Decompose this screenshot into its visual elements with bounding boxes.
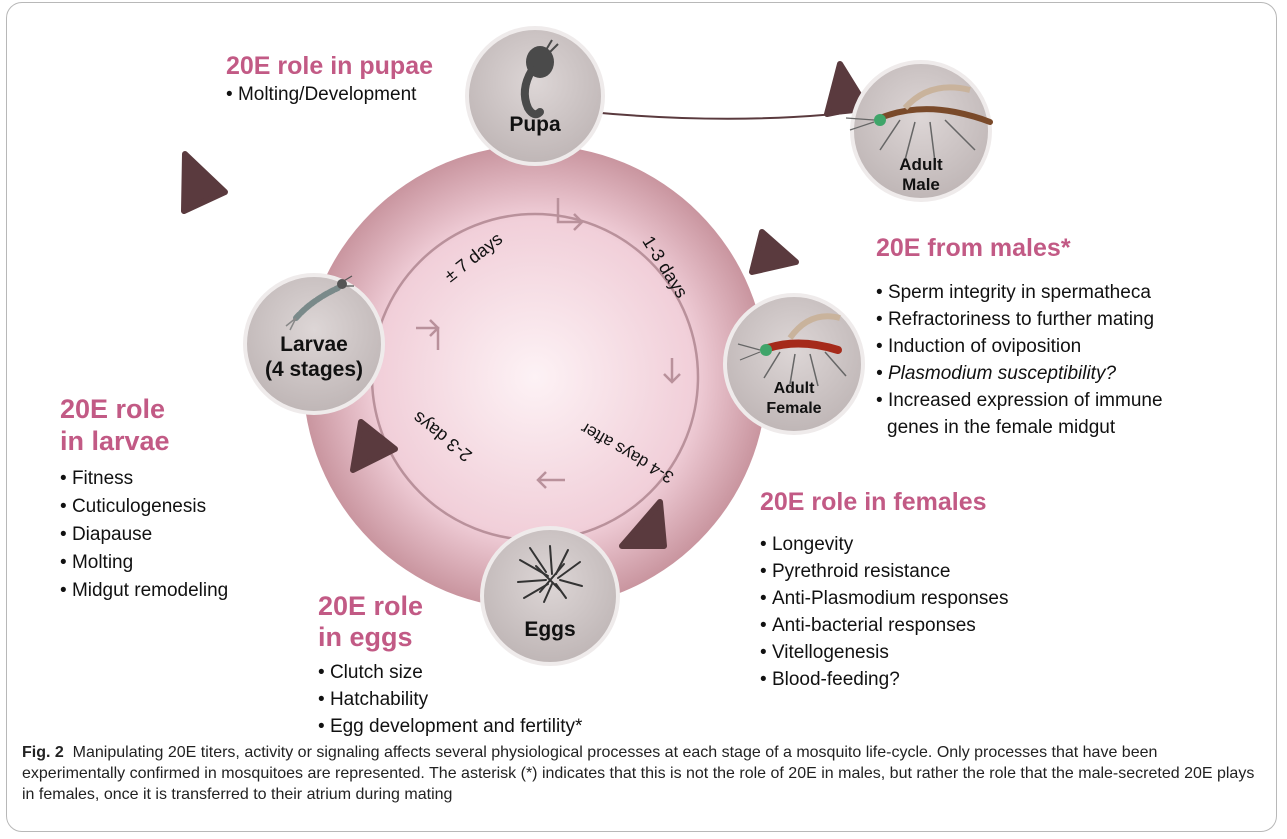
females-item: Longevity — [760, 531, 1008, 558]
females-item: Blood-feeding? — [760, 666, 1008, 693]
pupae-role-block: 20E role in pupae Molting/Development — [226, 52, 433, 107]
larvae-role-block: 20E role in larvae Fitness Cuticulogenes… — [60, 393, 228, 605]
larva-icon — [285, 275, 354, 331]
label-pupa: Pupa — [509, 113, 561, 136]
larvae-item: Midgut remodeling — [60, 577, 228, 605]
larvae-item: Diapause — [60, 521, 228, 549]
eggs-item: Egg development and fertility* — [318, 713, 582, 740]
eggs-role-title-2: in eggs — [318, 622, 413, 652]
label-adult-male-2: Male — [902, 175, 940, 194]
pupae-role-title: 20E role in pupae — [226, 52, 434, 80]
pupa-icon — [520, 39, 559, 119]
caption-label: Fig. 2 — [22, 744, 64, 761]
inner-arrow-left — [416, 319, 440, 350]
males-role-block: 20E from males* Sperm integrity in sperm… — [876, 234, 1163, 441]
label-eggs: Eggs — [524, 618, 575, 641]
label-adult-female-1: Adult — [774, 380, 816, 397]
larvae-role-title-2: in larvae — [60, 426, 170, 456]
node-larvae: Larvae (4 stages) — [243, 273, 385, 415]
arrow-to-male — [824, 61, 869, 117]
females-role-block: 20E role in females Longevity Pyrethroid… — [760, 488, 1008, 693]
eggs-role-title-1: 20E role — [318, 591, 424, 621]
larvae-item: Cuticulogenesis — [60, 493, 228, 521]
node-eggs: Eggs — [480, 526, 620, 666]
arrow-eggs — [619, 499, 667, 549]
figure-frame — [6, 2, 1277, 832]
label-larvae-1: Larvae — [280, 333, 348, 356]
node-adult-female: Adult Female — [723, 293, 865, 435]
males-item: Refractoriness to further mating — [876, 306, 1163, 333]
inner-arrow-right — [663, 358, 681, 384]
caption-text: Manipulating 20E titers, activity or sig… — [22, 744, 1255, 803]
males-item: Plasmodium susceptibility? — [876, 360, 1163, 387]
label-adult-male-1: Adult — [899, 155, 943, 174]
mosquito-female-icon — [737, 313, 847, 387]
arrow-to-female — [749, 229, 799, 275]
males-item-continuation: genes in the female midgut — [887, 417, 1116, 438]
males-item: Sperm integrity in spermatheca — [876, 279, 1163, 306]
males-item: Increased expression of immune — [876, 387, 1163, 414]
eggs-item: Hatchability — [318, 686, 582, 713]
label-adult-female-2: Female — [766, 400, 821, 417]
inner-arrow-bottom — [536, 471, 565, 489]
inner-arrow-top — [556, 198, 584, 231]
figure-caption: Fig. 2 Manipulating 20E titers, activity… — [22, 742, 1262, 805]
life-cycle-diagram: ± 7 days 1-3 days 3-4 days after 2-3 day… — [181, 26, 993, 666]
females-item: Pyrethroid resistance — [760, 558, 1008, 585]
arrow-pupa-left — [181, 151, 228, 214]
females-role-title: 20E role in females — [760, 488, 987, 516]
larvae-item: Molting — [60, 549, 228, 577]
larvae-role-title-1: 20E role — [60, 394, 166, 424]
eggs-role-block: 20E role in eggs Clutch size Hatchabilit… — [318, 591, 582, 740]
pupae-item: Molting/Development — [226, 83, 433, 107]
node-pupa: Pupa — [465, 26, 605, 166]
arrow-larvae — [350, 419, 398, 473]
eggs-item: Clutch size — [318, 659, 582, 686]
mosquito-male-icon — [845, 84, 993, 163]
males-role-title: 20E from males* — [876, 234, 1071, 262]
males-item: Induction of oviposition — [876, 333, 1163, 360]
females-item: Anti-Plasmodium responses — [760, 585, 1009, 612]
larvae-item: Fitness — [60, 465, 228, 493]
eggs-icon — [517, 545, 583, 603]
label-larvae-2: (4 stages) — [265, 358, 363, 381]
node-adult-male: Adult Male — [845, 60, 993, 202]
females-item: Vitellogenesis — [760, 639, 1008, 666]
females-item: Anti-bacterial responses — [760, 612, 1008, 639]
